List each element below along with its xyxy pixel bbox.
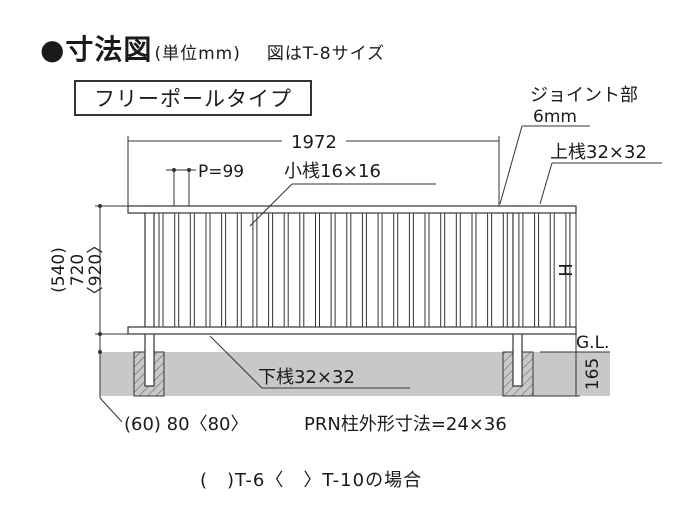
baluster [455,212,461,328]
height-920-label: 〈920〉 [86,237,106,303]
baluster [534,212,540,328]
upper-rail-label: 上桟32×32 [550,142,647,163]
height-540-label: (540) [49,247,69,293]
bottom-dims-label: (60) 80〈80〉 [124,414,248,435]
height-dot-top [98,204,102,208]
lower-rail-leader [209,335,263,389]
baluster [252,212,258,328]
baluster [205,212,211,328]
lower-rail [127,326,577,335]
footnote: ( )T-6〈 〉T-10の場合 [200,470,423,491]
baluster [221,212,227,328]
unit-note: (単位mm) [154,44,241,64]
baluster [361,212,367,328]
post-left [144,205,155,387]
height-720-label: 720 [68,254,88,286]
baluster [565,212,571,328]
gl-label: G.L. [576,333,609,353]
size-note: 図はT-8サイズ [266,44,386,64]
baluster [440,212,446,328]
baluster [236,212,242,328]
page-title: ●寸法図(単位mm) 図はT-8サイズ [40,28,385,68]
upper-rail [127,205,577,214]
bottom-dims-leader [99,397,123,423]
height-dot-bottom [98,332,102,336]
baluster [346,212,352,328]
joint-leader [499,125,523,205]
small-bar-leader [249,183,293,227]
title-main: ●寸法図 [40,33,153,66]
post-size-label: PRN柱外形寸法=24×36 [304,414,507,435]
pitch-label: P=99 [198,162,244,182]
baluster [174,212,180,328]
baluster [315,212,320,328]
baluster [189,212,195,328]
baluster [330,212,336,328]
baluster [487,212,493,328]
baluster [268,212,274,328]
baluster [158,212,164,328]
h-label: H [556,263,577,277]
type-label-box: フリーポールタイプ [74,80,312,116]
baluster [283,212,289,328]
type-label: フリーポールタイプ [94,87,292,111]
baluster [408,212,414,328]
baluster [393,212,399,328]
baluster-group [158,212,571,328]
depth-label: 165 [583,358,603,390]
baluster [471,212,477,328]
baluster [502,212,508,328]
upper-rail-leader [539,162,553,205]
baluster [424,212,430,328]
baluster [377,212,383,328]
lower-rail-label: 下桟32×32 [258,367,355,388]
width-label: 1972 [291,132,337,153]
baluster [299,212,305,328]
height-dot-ground [98,350,102,354]
small-bar-label: 小桟16×16 [284,161,381,182]
joint-size-label: 6mm [533,107,577,127]
baluster [518,212,524,328]
joint-label: ジョイント部 [530,85,638,106]
baluster [549,212,555,328]
